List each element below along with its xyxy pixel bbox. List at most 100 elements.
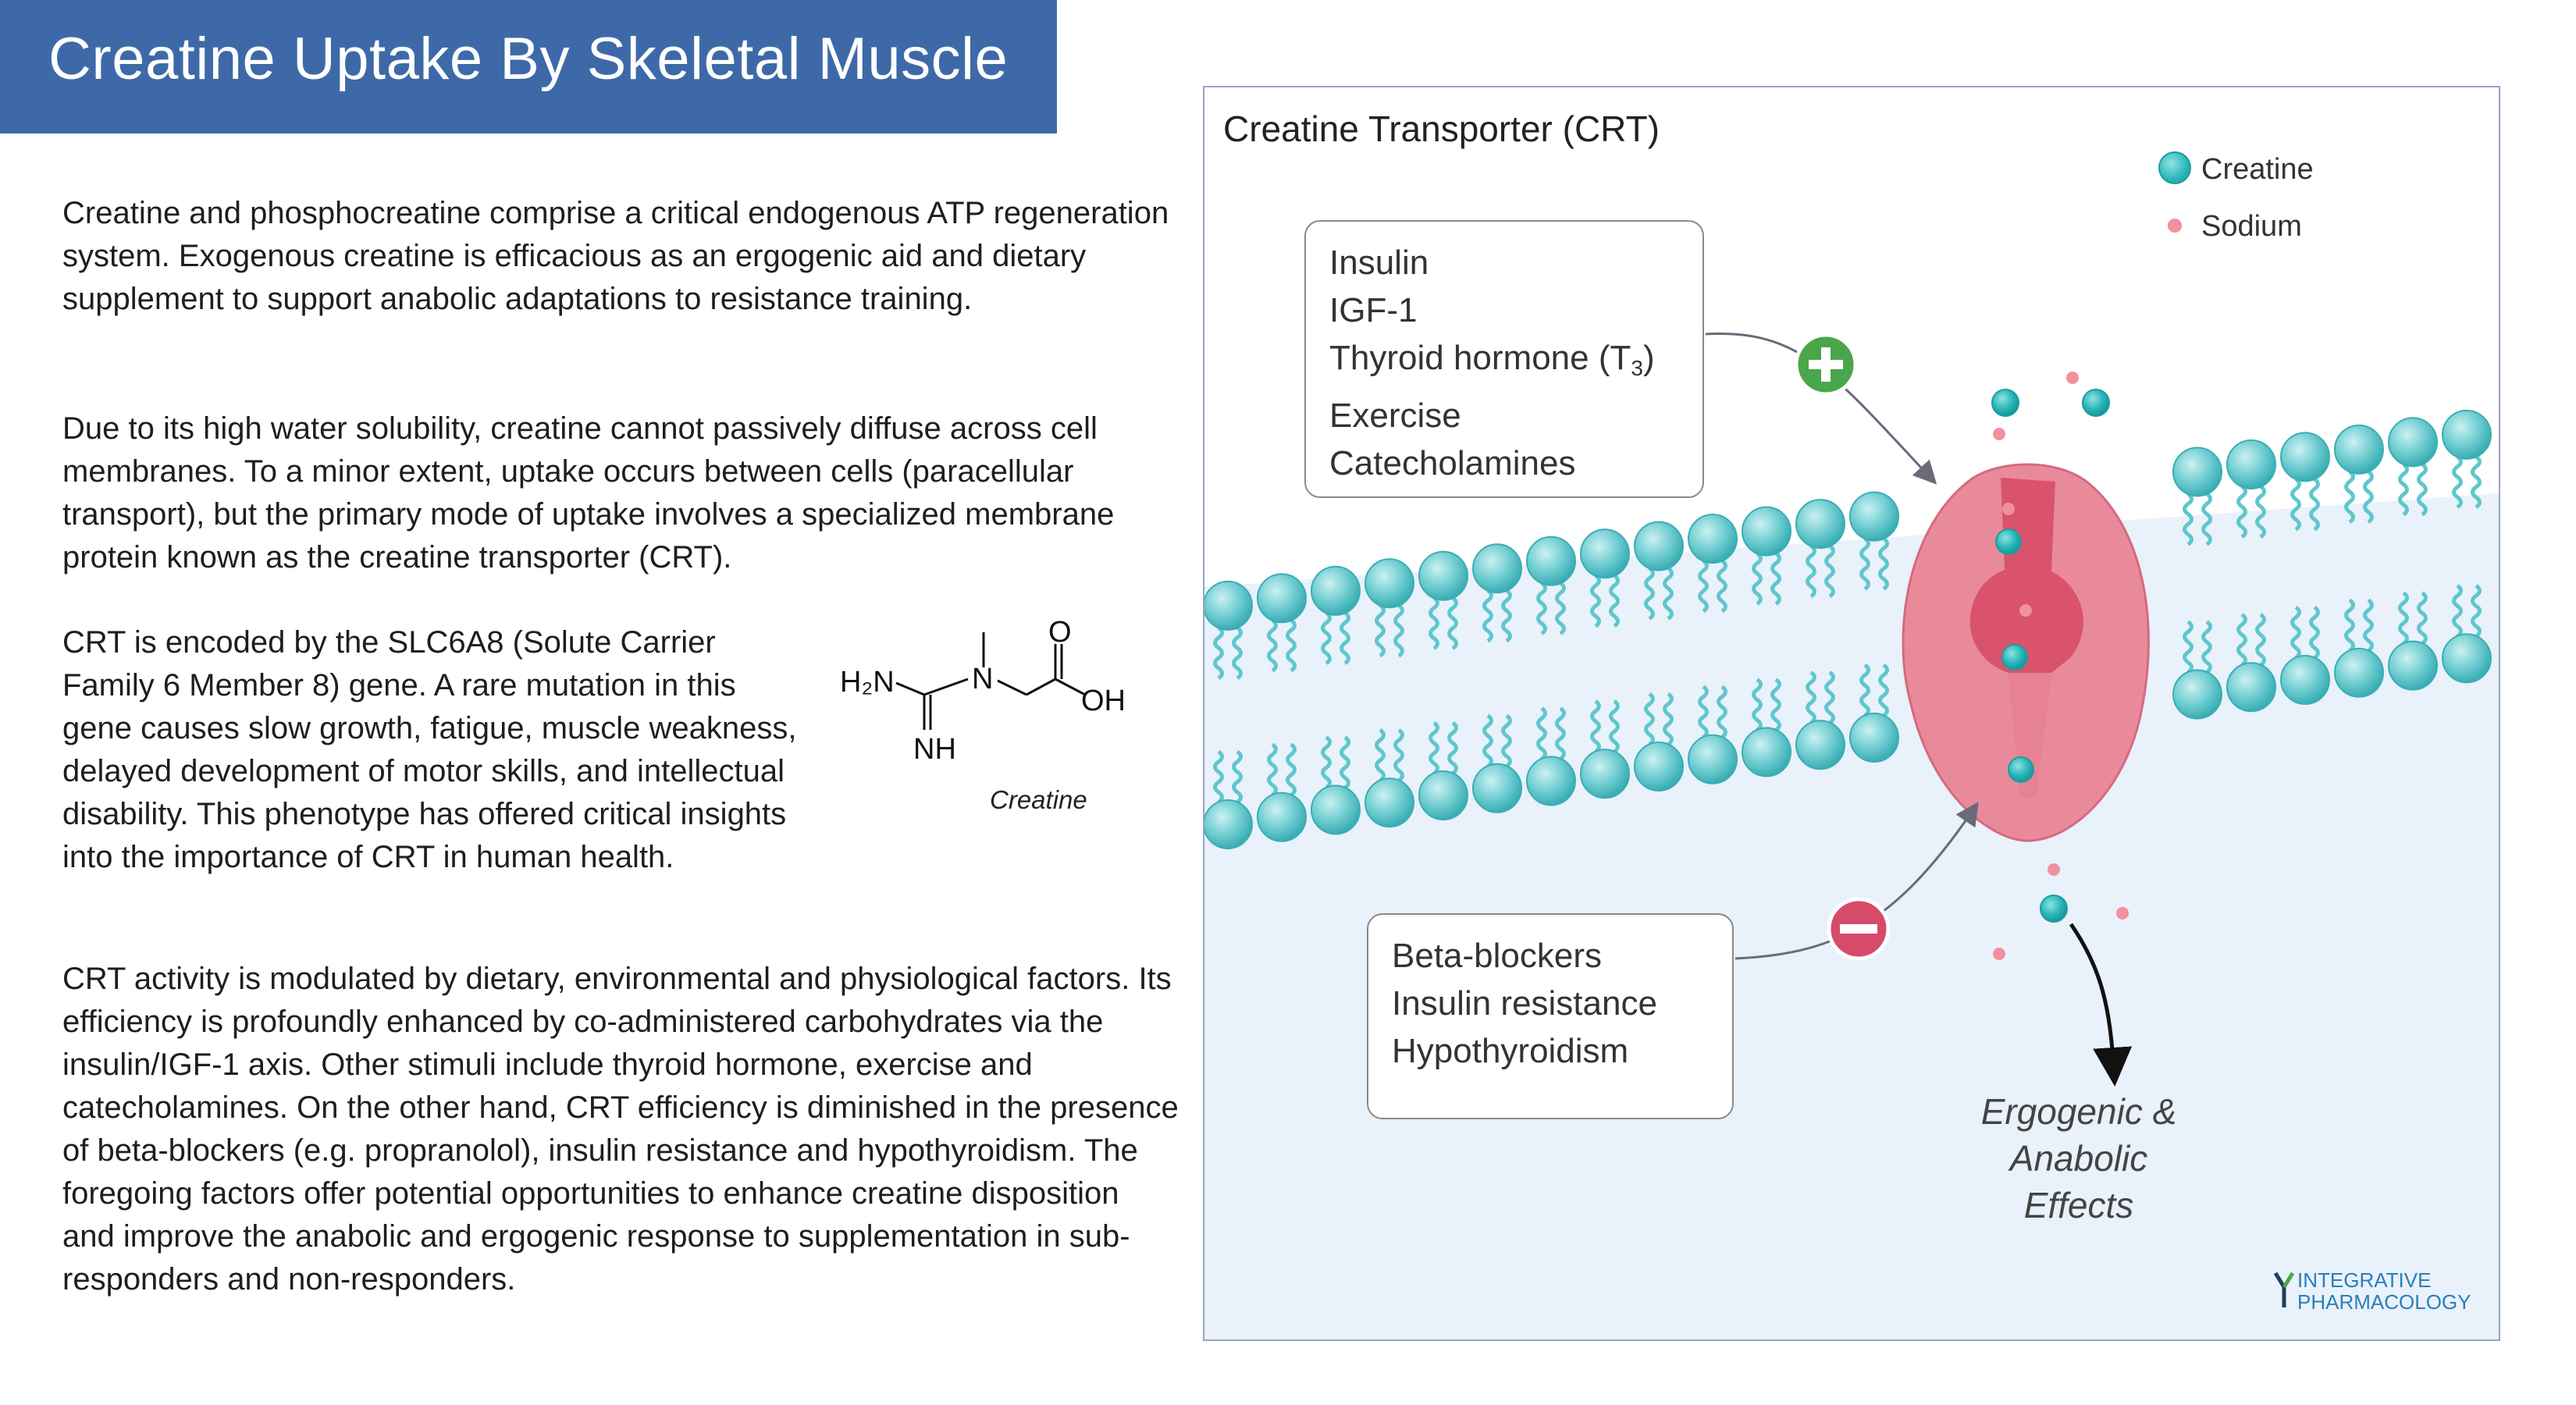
creatine-legend-icon [2158, 151, 2191, 184]
lipid-tail [1698, 685, 1709, 739]
sodium-particle [1993, 428, 2005, 440]
lipid-tail [1859, 536, 1870, 591]
lipid-tail [1267, 742, 1278, 797]
lipid-tail [2255, 484, 2266, 539]
lipid-head [1526, 756, 1576, 806]
lipid-head [1580, 528, 1630, 579]
lipid-tail [2363, 598, 2374, 653]
minus-icon [1827, 897, 1891, 961]
lipid-head [1795, 720, 1845, 770]
lipid-tail [1590, 699, 1601, 754]
sodium-particle [2019, 604, 2032, 617]
lipid-tail [2398, 462, 2409, 517]
lipid-head [1580, 749, 1630, 799]
lipid-head [1204, 580, 1253, 631]
lipid-tail [1501, 589, 1512, 643]
lipid-tail [1770, 678, 1781, 732]
lipid-head [1257, 791, 1307, 842]
paragraph-intro: Creatine and phosphocreatine comprise a … [62, 196, 1169, 316]
lipid-tail [2201, 620, 2212, 674]
lipid-tail [2471, 454, 2482, 509]
lipid-head [1311, 784, 1361, 835]
lipid-tail [1321, 735, 1332, 790]
lipid-head [1634, 742, 1684, 792]
lipid-head [1849, 491, 1899, 542]
lipid-tail [1375, 728, 1386, 783]
lipid-head [1849, 713, 1899, 763]
inhibitor-item: Hypothyroidism [1392, 1032, 1629, 1070]
creatine-structure: H₂N N O OH NH [840, 616, 1126, 766]
lipid-tail [2398, 591, 2409, 646]
lipid-tail [1644, 566, 1655, 621]
lipid-head [1742, 727, 1791, 777]
lipid-tail [1806, 544, 1816, 599]
lipid-tail [2183, 620, 2194, 674]
membrane-diagram [1204, 333, 2499, 1339]
lipid-head [1688, 734, 1738, 784]
lipid-tail [1429, 720, 1439, 775]
lipid-head [2226, 439, 2276, 489]
inhibitors-box: Beta-blockers Insulin resistance Hypothy… [1367, 913, 1734, 1119]
lipid-head [2226, 662, 2276, 713]
paragraph-solubility: Due to its high water solubility, creati… [62, 411, 1115, 574]
molecule-label-h2n: H₂N [840, 666, 895, 699]
lipid-head [1472, 763, 1522, 813]
sodium-particle [2116, 907, 2129, 919]
creatine-particle [2082, 389, 2110, 417]
effects-label: Ergogenic & Anabolic Effects [1962, 1088, 2196, 1229]
lipid-tail [2471, 584, 2482, 638]
lipid-tail [1340, 610, 1350, 665]
molecule-label-o: O [1048, 616, 1072, 649]
lipid-head [1364, 777, 1414, 828]
lipid-head [1742, 506, 1791, 557]
thyroid-close: ) [1642, 339, 1655, 377]
enhancer-item: Insulin [1329, 244, 1429, 282]
inhibitor-item: Beta-blockers [1392, 937, 1603, 975]
creatine-particle [1995, 528, 2022, 555]
lipid-tail [1555, 581, 1566, 635]
page-title: Creatine Uptake By Skeletal Muscle [48, 26, 1009, 92]
lipid-tail [2309, 477, 2320, 532]
lipid-tail [1321, 610, 1332, 665]
lipid-tail [2236, 484, 2247, 539]
lipid-tail [2344, 598, 2355, 653]
creatine-particle [2008, 756, 2034, 783]
lipid-tail [2201, 492, 2212, 546]
lipid-tail [2417, 462, 2428, 517]
particles [1991, 372, 2129, 960]
inhibitor-item: Insulin resistance [1392, 984, 1657, 1023]
lipid-tail [1213, 749, 1224, 804]
lipid-tail [1590, 574, 1601, 628]
lipid-tail [1393, 603, 1404, 658]
lipid-tail [1536, 706, 1547, 761]
lipid-tail [1482, 713, 1493, 768]
lipid-tail [1770, 551, 1781, 606]
lipid-tail [1806, 670, 1816, 725]
lipid-tail [1698, 559, 1709, 614]
lipid-tail [1232, 625, 1243, 680]
legend-sodium: Sodium [2201, 210, 2302, 243]
lipid-tail [1609, 574, 1620, 628]
sodium-particle [1993, 948, 2005, 960]
lipid-tail [2236, 613, 2247, 667]
lipid-tail [1482, 589, 1493, 643]
logo-line: INTEGRATIVE [2297, 1268, 2432, 1292]
paragraph-modulation: CRT activity is modulated by dietary, en… [62, 962, 1179, 1297]
effects-line: Anabolic Effects [2009, 1138, 2148, 1225]
lipid-tail [1609, 699, 1620, 754]
lipid-tail [1663, 692, 1674, 746]
lipid-head [2388, 417, 2438, 468]
lipid-head [2388, 640, 2438, 691]
enhancer-item: Catecholamines [1329, 444, 1576, 482]
lipid-tail [2255, 613, 2266, 667]
molecule-caption: Creatine [990, 785, 1087, 814]
creatine-particle [1991, 389, 2019, 417]
lipid-tail [2363, 469, 2374, 524]
lipid-tail [1213, 625, 1224, 680]
lipid-tail [1501, 713, 1512, 768]
plus-icon [1794, 333, 1858, 397]
lipid-head [2442, 409, 2492, 460]
lipid-tail [1717, 685, 1727, 739]
lipid-head [1418, 550, 1468, 601]
lipid-tail [1644, 692, 1655, 746]
